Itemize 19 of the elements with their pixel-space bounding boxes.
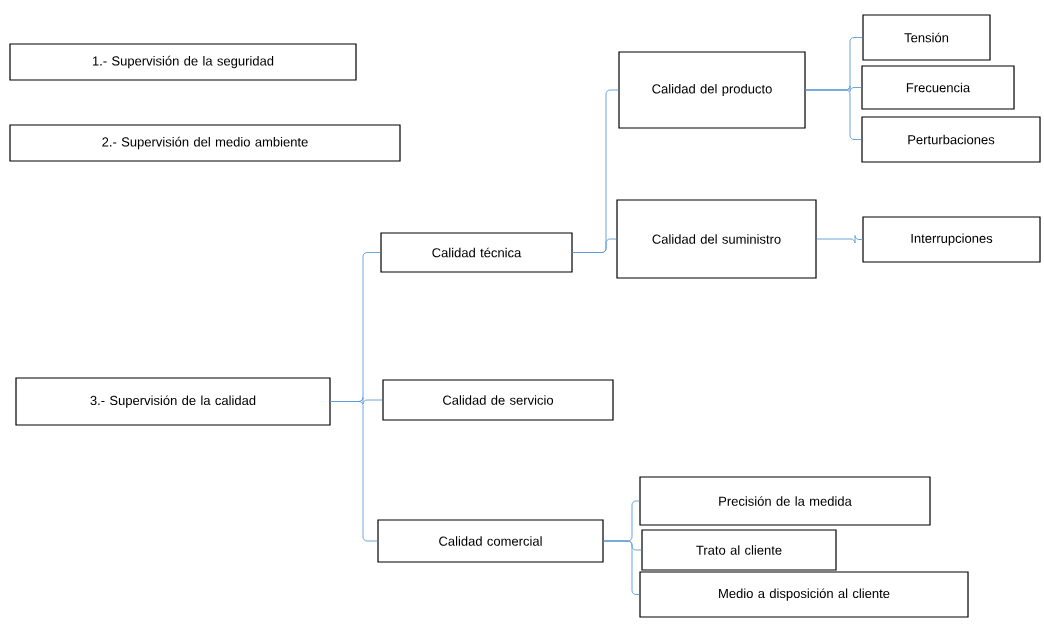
text-box: Tensión [862,14,991,61]
text-box: Calidad de servicio [382,379,614,421]
text-box: 3.- Supervisión de la calidad [15,377,331,426]
text-box: 2.- Supervisión del medio ambiente [9,124,401,162]
text-box: Perturbaciones [861,116,1041,163]
text-box: Calidad del suministro [616,199,817,279]
text-box: Trato al cliente [641,529,837,571]
brace-connector [816,235,863,244]
text-box: Calidad del producto [618,51,806,129]
text-box: 1.- Supervisión de la seguridad [9,43,357,81]
brace-connector [330,401,378,542]
text-box: Interrupciones [862,216,1041,263]
brace-connector [572,238,617,253]
text-box: Frecuencia [861,65,1015,110]
text-box: Medio a disposición al cliente [639,571,969,618]
text-box: Calidad comercial [377,519,604,563]
text-box: Calidad técnica [380,232,573,273]
text-box: Precisión de la medida [639,476,931,526]
brace-connector [603,540,640,595]
